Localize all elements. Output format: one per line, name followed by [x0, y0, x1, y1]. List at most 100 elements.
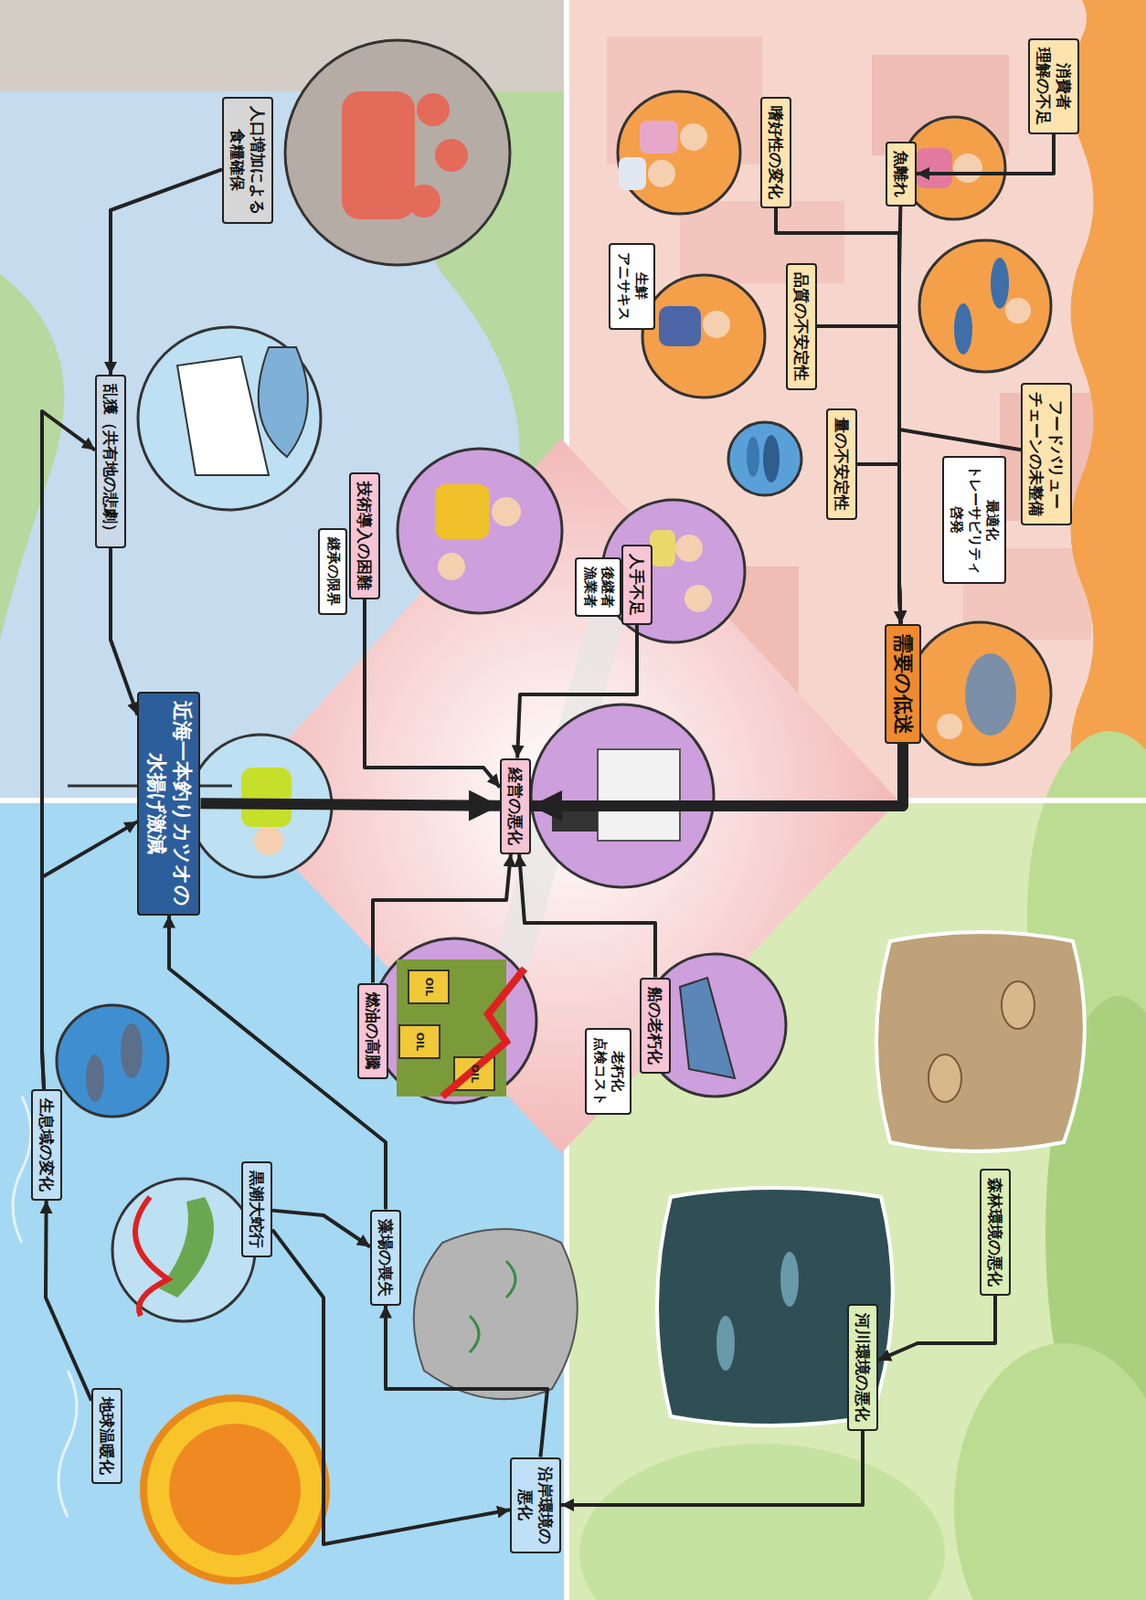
boat	[177, 356, 269, 476]
person-head	[936, 713, 963, 740]
tech-circle	[397, 448, 563, 614]
earth	[169, 1423, 301, 1556]
connector-arrow	[561, 1431, 863, 1507]
demand-circle	[908, 622, 1051, 765]
cause-box: 藻場の喪失	[370, 1209, 402, 1306]
fuel-circle	[371, 938, 537, 1104]
barrel-label: OIL	[423, 977, 436, 997]
person-head	[416, 93, 450, 127]
connector-arrow	[878, 1295, 996, 1361]
connector-arrow	[110, 169, 223, 375]
cause-box: 河川環境の悪化	[847, 1304, 879, 1432]
node-text: 継承の限界	[324, 537, 343, 606]
person-head	[679, 123, 708, 151]
problem-box: 近海一本釣りカツオの 水揚げ激減	[137, 691, 201, 916]
node-text: 最適化 トレーサビリティ 啓発	[947, 465, 1002, 575]
person-head	[675, 534, 703, 563]
fish	[990, 257, 1009, 309]
stump	[928, 1054, 962, 1103]
price-arrow	[442, 968, 525, 1097]
oil-barrel	[399, 1025, 440, 1059]
cause-box: 生息域の変化	[31, 1089, 63, 1201]
node-text: 消費者 理解の不足	[1033, 47, 1074, 126]
person-head	[953, 153, 983, 183]
market-circle	[919, 240, 1051, 372]
node-text: 需要の低迷	[890, 633, 917, 735]
node-text: 沿岸環境の 悪化	[515, 1466, 556, 1545]
node-text: 品質の不安定性	[791, 272, 812, 382]
person-body	[649, 530, 676, 567]
person-head	[491, 497, 521, 527]
note-tag: 継承の限界	[318, 528, 349, 616]
connector-arrow	[775, 208, 902, 625]
raincoat	[435, 484, 490, 540]
fish	[780, 1252, 799, 1307]
cause-box: 品質の不安定性	[785, 263, 818, 391]
connector-arrow	[372, 854, 511, 984]
node-text: 地球温暖化	[96, 1397, 117, 1475]
cause-box: 黒潮大蛇行	[241, 1161, 273, 1258]
taste-circle	[617, 91, 741, 214]
connector-arrow	[110, 548, 138, 716]
consumer-circle	[902, 116, 1006, 220]
barrel-label: OIL	[413, 1032, 426, 1051]
hill	[579, 1443, 945, 1600]
seaweed	[469, 1261, 516, 1353]
note-tag: 老朽化 点検コスト	[585, 1028, 633, 1115]
orange-band	[1071, 0, 1146, 801]
population-circle	[285, 40, 510, 266]
connector-arrow	[385, 1305, 548, 1458]
fish-circle	[728, 422, 802, 496]
node-text: 生息域の変化	[36, 1098, 57, 1192]
connector-arrow	[530, 743, 903, 807]
connector-arrow	[201, 803, 501, 807]
node-text: 船の老朽化	[645, 986, 666, 1065]
cause-box: 森林環境の悪化	[979, 1168, 1011, 1296]
person-body	[915, 148, 953, 189]
person-head	[437, 552, 466, 581]
person-body	[639, 120, 679, 154]
person-body	[618, 157, 647, 191]
cut-forest	[876, 932, 1085, 1152]
connector-arrow	[517, 625, 637, 759]
connector-arrow	[42, 821, 138, 1090]
net	[258, 347, 308, 457]
note-tag: 最適化 トレーサビリティ 啓発	[942, 456, 1008, 584]
cause-box: 地球温暖化	[91, 1388, 123, 1485]
node-text: 黒潮大蛇行	[246, 1170, 267, 1249]
cause-box: 人口増加による 食糧確保	[222, 96, 274, 224]
person-head	[1005, 297, 1031, 324]
oil-barrel	[408, 970, 449, 1004]
connector-arrow	[899, 429, 1021, 625]
cause-box: 乱獲（共有地の悲劇）	[95, 374, 127, 549]
stump	[1001, 981, 1035, 1030]
raincoat	[241, 767, 292, 828]
land	[0, 274, 64, 640]
boat	[679, 977, 735, 1079]
barrel-label: OIL	[468, 1064, 481, 1083]
cause-box: 燃油の高騰	[357, 983, 389, 1080]
cause-box: 沿岸環境の 悪化	[509, 1457, 562, 1554]
node-text: 乱獲（共有地の悲劇）	[100, 383, 121, 540]
tuna	[85, 1054, 105, 1103]
labor-circle	[602, 499, 745, 643]
connector-arrow	[519, 854, 656, 978]
note-tag: 生鮮 アニサキス	[609, 243, 657, 330]
fish-basket	[965, 653, 1017, 736]
rocky-shore	[413, 1229, 578, 1400]
person-body	[658, 306, 701, 347]
fuel-ground	[396, 959, 507, 1097]
cause-box: 消費者 理解の不足	[1028, 38, 1080, 135]
node-text: 近海一本釣りカツオの 水揚げ激減	[142, 700, 195, 907]
node-text: 経営の悪化	[505, 767, 526, 846]
fish	[954, 303, 973, 355]
overfishing-circle	[137, 327, 321, 510]
hill	[954, 1343, 1146, 1600]
building	[597, 749, 680, 841]
connector-arrow	[169, 915, 386, 1210]
person-head	[702, 310, 731, 339]
earth-circle	[143, 1398, 327, 1582]
person-head	[684, 584, 712, 613]
